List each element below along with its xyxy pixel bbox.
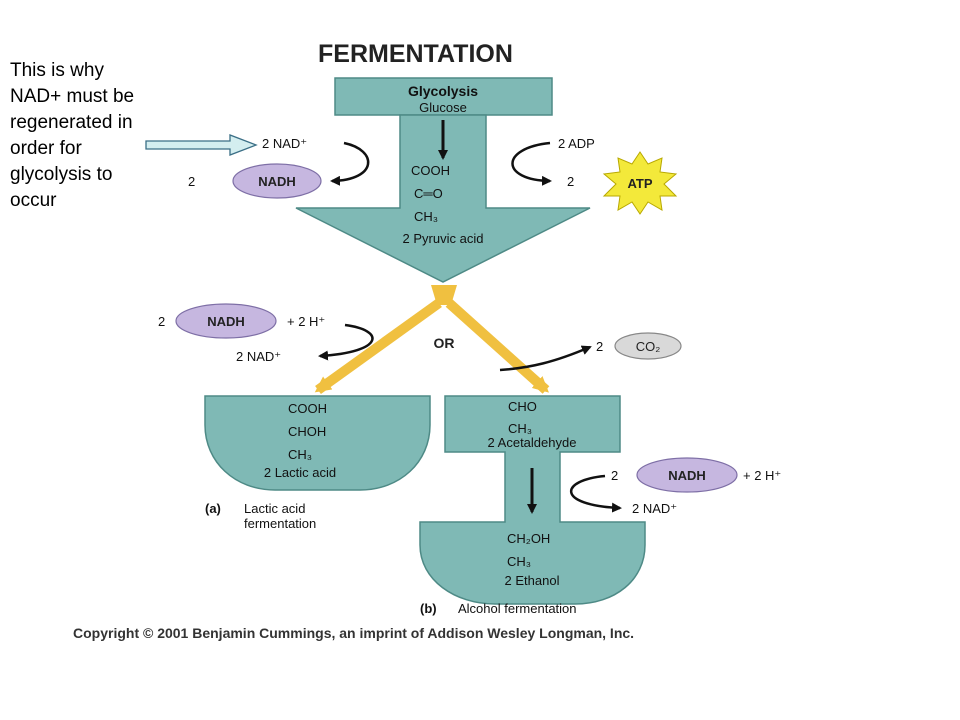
copyright-text: Copyright © 2001 Benjamin Cummings, an i…	[73, 625, 634, 641]
fork-left-arrow	[314, 298, 442, 395]
or-label: OR	[434, 335, 455, 351]
lactate-formula-line-2: CHOH	[288, 424, 326, 439]
co2-coef: 2	[596, 339, 603, 354]
lactic-nadh-ellipse	[175, 303, 277, 339]
note-line-2: NAD+ must be	[10, 86, 135, 107]
lactic-curve-arrow	[318, 323, 374, 361]
alcohol-caption-letter: (b)	[420, 601, 437, 616]
fork-stem	[431, 285, 457, 305]
note-line-4: order for	[10, 138, 82, 159]
lactic-product: 2 Lactic acid	[264, 465, 336, 480]
glycolysis-top-shape	[334, 77, 553, 116]
note-line-3: regenerated in	[10, 112, 133, 133]
lactic-caption-line-1: Lactic acid	[244, 501, 305, 516]
alcohol-intermediate: 2 Acetaldehyde	[488, 435, 577, 450]
acetaldehyde-formula-line-1: CHO	[508, 399, 537, 414]
lactate-formula-line-3: CH₃	[288, 447, 312, 462]
alcohol-caption: Alcohol fermentation	[458, 601, 577, 616]
glycolysis-atp-coef: 2	[567, 174, 574, 189]
acetaldehyde-formula-line-2: CH₃	[508, 421, 532, 436]
alcohol-nadh-label: NADH	[668, 468, 706, 483]
ethanol-formula-line-1: CH₂OH	[507, 531, 550, 546]
glycolysis-nadh-label: NADH	[258, 174, 296, 189]
alcohol-product: 2 Ethanol	[505, 573, 560, 588]
alcohol-curve-arrow	[570, 474, 622, 513]
lactic-caption-line-2: fermentation	[244, 516, 316, 531]
ethanol-formula-line-2: CH₃	[507, 554, 531, 569]
note-line-5: glycolysis to	[10, 164, 113, 185]
glycolysis-right-curve-arrow	[511, 141, 552, 186]
lactic-nadh-label: NADH	[207, 314, 245, 329]
pyruvate-formula-line-2: C═O	[414, 186, 443, 201]
note-line-1: This is why	[10, 60, 104, 81]
glycolysis-heading: Glycolysis	[408, 83, 478, 99]
glycolysis-left-curve-arrow	[330, 141, 370, 186]
glycolysis-adp-input: 2 ADP	[558, 136, 595, 151]
pyruvate-formula-line-1: COOH	[411, 163, 450, 178]
note-pointer-arrow	[145, 134, 258, 156]
glycolysis-substrate: Glucose	[419, 100, 467, 115]
alcohol-nadh-ellipse	[636, 457, 738, 493]
glycolysis-nadh-ellipse	[232, 163, 322, 199]
co2-label: CO₂	[636, 339, 661, 354]
alcohol-nad-output: 2 NAD⁺	[632, 501, 677, 516]
glycolysis-product: 2 Pyruvic acid	[403, 231, 484, 246]
atp-starburst	[602, 151, 678, 215]
annotation-note: This is why NAD+ must be regenerated in …	[10, 58, 180, 214]
lactate-formula-line-1: COOH	[288, 401, 327, 416]
fork-right-arrow	[445, 299, 550, 394]
lactic-protons: + 2 H⁺	[287, 314, 325, 329]
lactic-nadh-coef: 2	[158, 314, 165, 329]
co2-curve-arrow	[499, 345, 592, 372]
co2-ellipse	[614, 332, 682, 360]
alcohol-nadh-coef: 2	[611, 468, 618, 483]
alcohol-protons: + 2 H⁺	[743, 468, 781, 483]
atp-label: ATP	[627, 176, 652, 191]
glycolysis-funnel-shape	[295, 114, 591, 283]
diagram-title: FERMENTATION	[318, 40, 513, 68]
lactic-bowl-shape	[204, 395, 431, 491]
glycolysis-nadh-coef: 2	[188, 174, 195, 189]
note-line-6: occur	[10, 190, 57, 211]
glycolysis-nad-input: 2 NAD⁺	[262, 136, 307, 151]
lactic-nad-output: 2 NAD⁺	[236, 349, 281, 364]
pyruvate-formula-line-3: CH₃	[414, 209, 438, 224]
lactic-caption-letter: (a)	[205, 501, 221, 516]
